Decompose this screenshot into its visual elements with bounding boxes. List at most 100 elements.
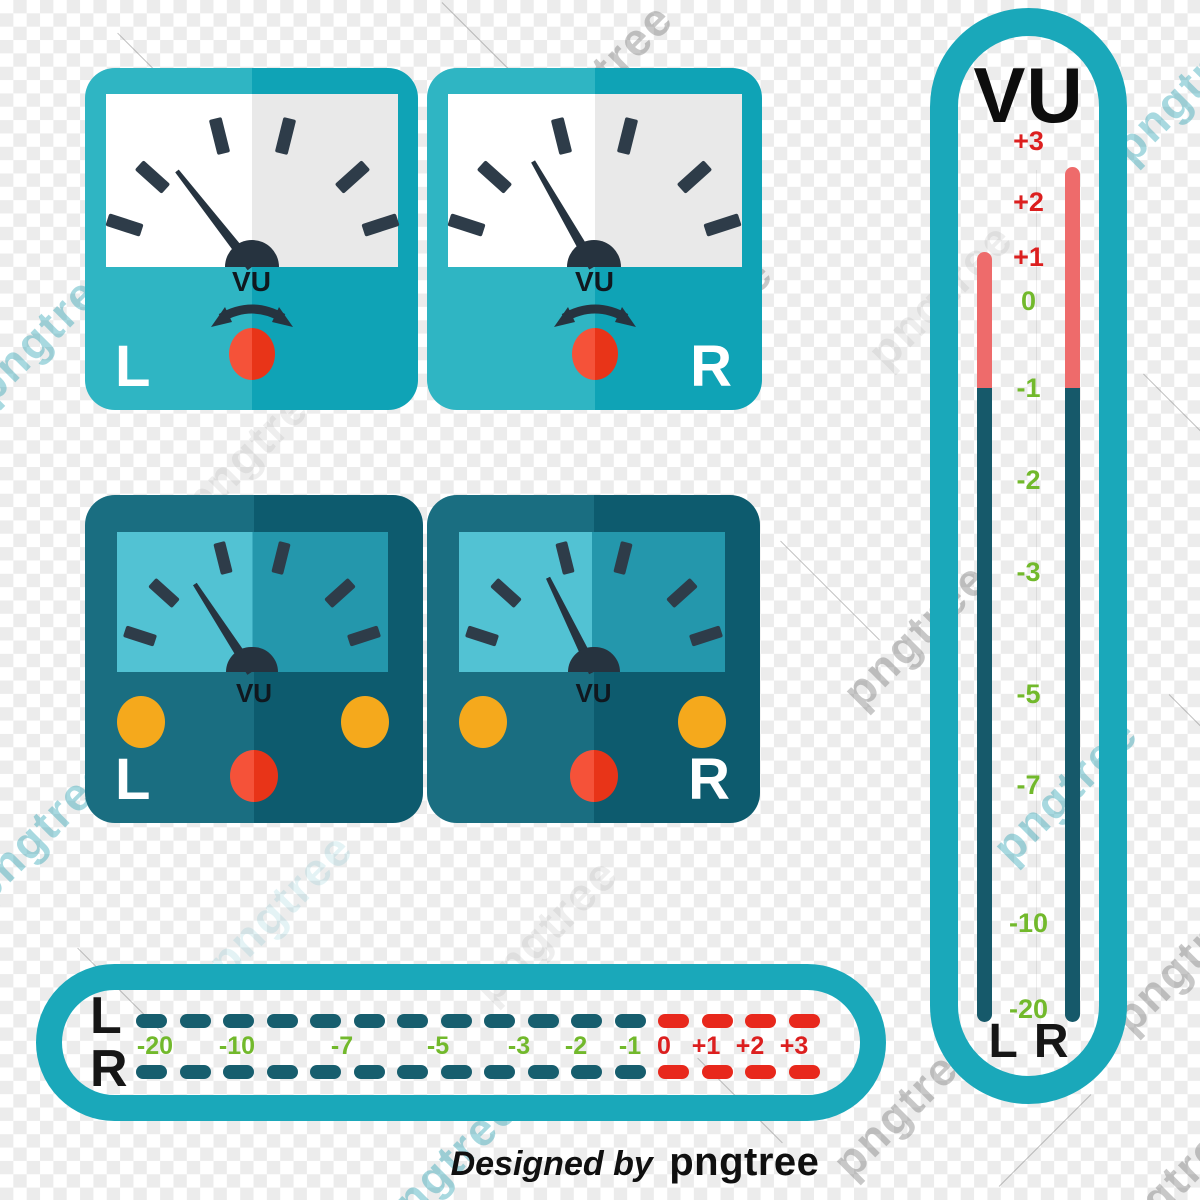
vertical-scale-label: 0: [1020, 286, 1037, 316]
vertical-meter-title: VU: [973, 51, 1084, 139]
level-dash-teal: [310, 1014, 341, 1028]
level-dash-teal: [223, 1065, 254, 1079]
level-dash-red: [701, 1014, 733, 1028]
horizontal-scale-label: 0: [657, 1032, 671, 1060]
level-bar-left-peak: [977, 252, 992, 388]
level-dash-teal: [527, 1014, 559, 1028]
sweep-arrow-icon: [553, 304, 636, 327]
scale-tick: [346, 625, 382, 647]
level-dash-teal: [136, 1014, 167, 1028]
yellow-indicator-dot: [341, 696, 389, 748]
watermark-line: [1168, 694, 1200, 787]
scale-tick: [613, 541, 633, 575]
vertical-scale-label: +1: [1013, 242, 1044, 272]
level-dash-teal: [484, 1065, 515, 1079]
vu-label: VU: [235, 678, 273, 708]
scale-tick: [476, 160, 513, 194]
horizontal-scale-label: +3: [779, 1032, 809, 1060]
level-dash-red: [745, 1014, 776, 1028]
level-dash-teal: [397, 1065, 428, 1079]
scale-tick: [447, 213, 486, 237]
level-dash-teal: [353, 1014, 385, 1028]
scale-tick: [666, 577, 698, 609]
vertical-scale-label: -5: [1016, 679, 1041, 709]
vertical-scale-label: -1: [1016, 373, 1041, 403]
scale-tick: [464, 625, 500, 647]
scale-tick: [703, 213, 742, 237]
vu-label: VU: [575, 266, 614, 297]
center-guide-line: [1036, 170, 1037, 1015]
channel-label: L: [90, 987, 122, 1045]
level-dash-teal: [440, 1065, 472, 1079]
needle-hub: [567, 240, 621, 267]
level-dash-red: [658, 1065, 689, 1079]
yellow-indicator-dot: [678, 696, 726, 748]
level-dash-teal: [397, 1014, 428, 1028]
meter-face: [447, 94, 742, 267]
scale-tick: [274, 116, 297, 156]
level-dash-red: [658, 1014, 689, 1028]
meter-face: [105, 94, 400, 267]
horizontal-vu-meter-frame: [36, 964, 886, 1121]
level-dash-teal: [179, 1065, 211, 1079]
scale-tick: [361, 213, 400, 237]
channel-label: R: [1033, 1015, 1069, 1068]
horizontal-scale-label: -7: [330, 1032, 354, 1060]
horizontal-scale-label: -2: [564, 1032, 588, 1060]
scale-tick: [334, 160, 371, 194]
scale-tick: [550, 116, 573, 156]
red-indicator-dot: [569, 750, 618, 802]
horizontal-scale-label: +2: [735, 1032, 765, 1060]
level-dash-red: [745, 1065, 776, 1079]
analog-vu-meter-dark-left: VU L: [85, 495, 423, 823]
meter-face: [117, 532, 388, 672]
level-dash-red: [788, 1065, 820, 1079]
level-dash-teal: [310, 1065, 341, 1079]
vertical-vu-meter-frame: [930, 8, 1127, 1104]
sweep-arrow-icon: [210, 304, 293, 327]
watermark-line: [1143, 373, 1200, 488]
level-dash-teal: [484, 1014, 515, 1028]
yellow-indicator-dot: [117, 696, 165, 748]
red-indicator-dot: [228, 328, 275, 380]
channel-label: L: [115, 747, 151, 812]
vertical-scale-label: +3: [1013, 126, 1044, 156]
scale-tick: [676, 160, 713, 194]
scale-tick: [122, 625, 158, 647]
credit-brand-logo: pngtree: [669, 1140, 820, 1184]
level-dash-teal: [440, 1014, 472, 1028]
analog-vu-meter-right: VU R: [427, 68, 762, 410]
level-dash-red: [788, 1014, 820, 1028]
level-dash-teal: [614, 1065, 646, 1079]
level-bar-left-base: [977, 388, 992, 1022]
red-indicator-dot: [571, 328, 618, 380]
vu-label: VU: [575, 678, 612, 708]
level-dash-teal: [571, 1065, 602, 1079]
scale-tick: [213, 541, 233, 575]
scale-tick: [616, 116, 639, 156]
vertical-scale-label: -20: [1008, 994, 1049, 1024]
vu-label: VU: [232, 266, 271, 297]
vertical-scale-label: -2: [1016, 465, 1041, 495]
scale-tick: [208, 116, 231, 156]
level-dash-teal: [527, 1065, 559, 1079]
level-dash-teal: [223, 1014, 254, 1028]
credit-line: Designed by pngtree: [70, 1140, 1200, 1185]
vertical-scale-label: -7: [1016, 770, 1041, 800]
level-dash-teal: [136, 1065, 167, 1079]
level-bar-right-peak: [1065, 167, 1080, 388]
level-dash-teal: [353, 1065, 385, 1079]
credit-prefix: Designed by: [450, 1145, 653, 1183]
analog-vu-meter-left: VU L: [85, 68, 418, 410]
channel-label: R: [688, 747, 730, 812]
scale-tick: [134, 160, 171, 194]
vertical-scale-label: -10: [1008, 908, 1049, 938]
level-dash-red: [701, 1065, 733, 1079]
scale-tick: [148, 577, 180, 609]
vertical-scale-label: -3: [1016, 557, 1041, 587]
horizontal-scale-label: -5: [426, 1032, 450, 1060]
channel-label: L: [115, 334, 151, 399]
level-dash-teal: [179, 1014, 211, 1028]
horizontal-scale-label: -1: [618, 1032, 642, 1060]
